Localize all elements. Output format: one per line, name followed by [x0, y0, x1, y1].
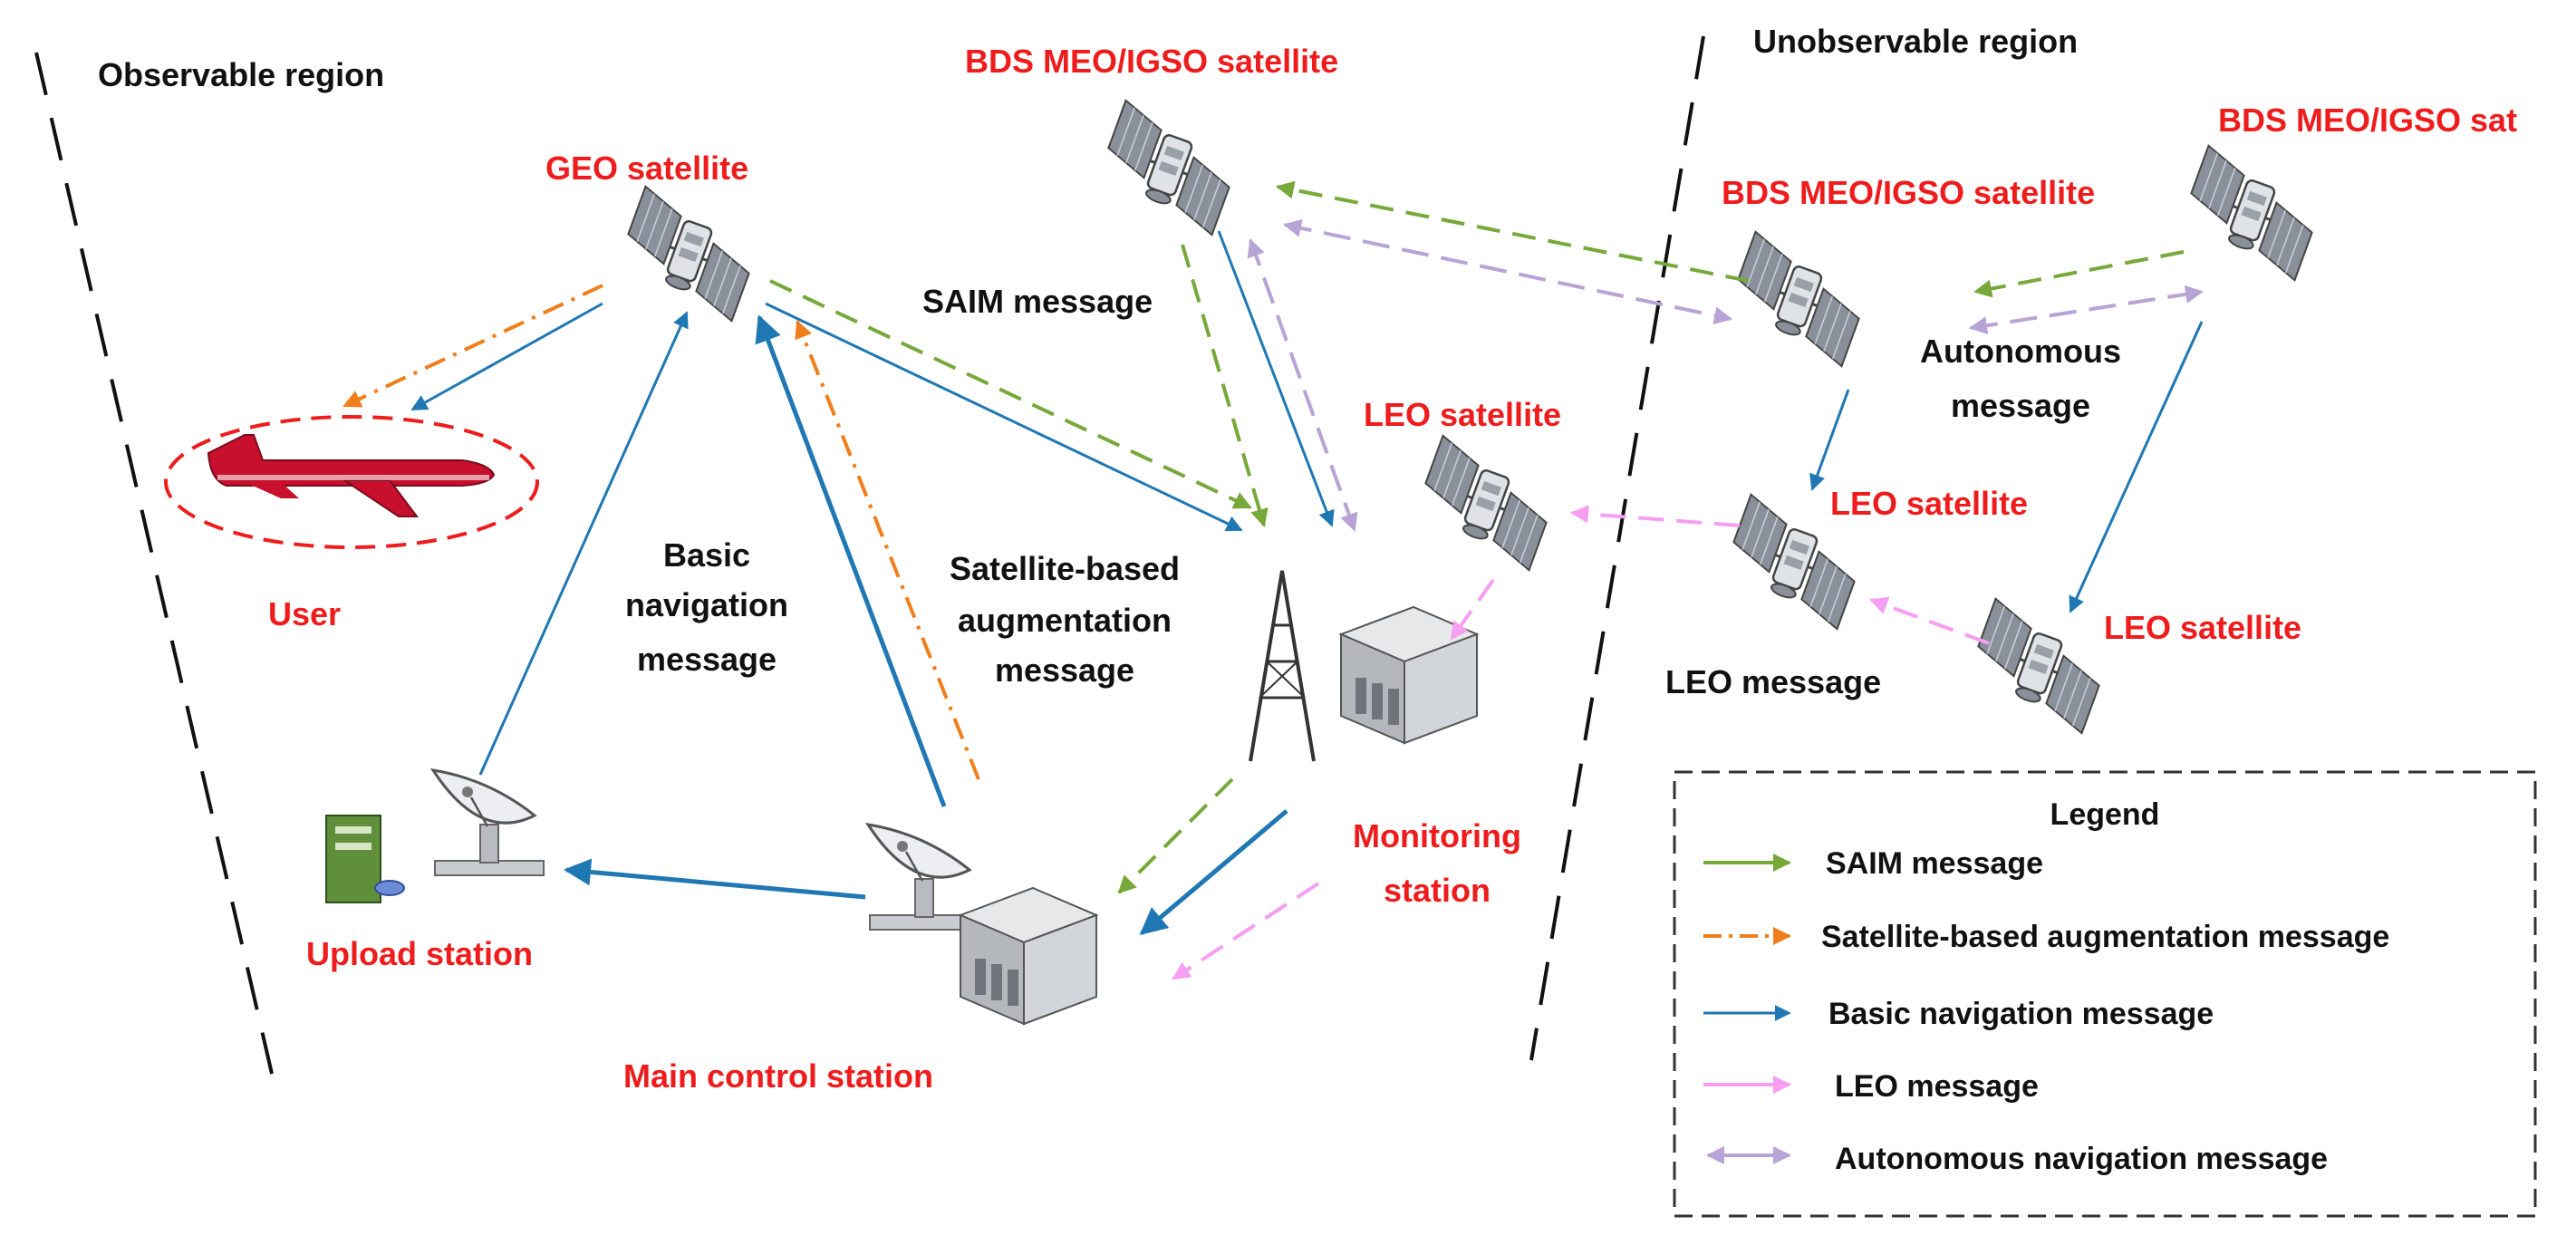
- basic-arrow-main-to-geo: [755, 314, 947, 807]
- basic-arrow-bds-center-to-monitoring: [1217, 230, 1335, 527]
- upload-station-label: Upload station: [306, 935, 533, 972]
- legend-sba-label: Satellite-based augmentation message: [1821, 920, 2389, 954]
- bds-center-label: BDS MEO/IGSO satellite: [965, 43, 1338, 80]
- sba-label-line3: message: [995, 651, 1134, 689]
- leo-center-satellite-icon: [1408, 434, 1564, 572]
- bds-far-label: BDS MEO/IGSO sat: [2218, 101, 2517, 139]
- sba-arrows: [343, 284, 980, 780]
- basic-arrow-main-to-upload: [564, 858, 866, 900]
- saim-arrow-bds-far-to-bds-right: [1973, 250, 2185, 298]
- autonomous-message-label-line1: Autonomous: [1920, 333, 2121, 370]
- user-highlight-ellipse: [164, 415, 539, 549]
- sba-label-line2: augmentation: [958, 602, 1172, 639]
- leo-arrow-leo-right-to-leo-center: [1570, 505, 1741, 527]
- basic-arrow-bds-far-to-leo-far: [2069, 321, 2204, 613]
- observable-boundary-line: [34, 52, 274, 1075]
- legend-title: Legend: [2050, 797, 2160, 832]
- monitoring-station-label-line2: station: [1384, 872, 1491, 909]
- monitoring-station-icon: [1249, 570, 1478, 762]
- sba-label-line1: Satellite-based: [950, 550, 1180, 587]
- basic-arrow-monitoring-to-main: [1139, 809, 1288, 935]
- basic-arrow-geo-to-user: [410, 302, 603, 411]
- saim-arrow-bds-center-to-monitoring: [1181, 244, 1269, 527]
- saim-message-label: SAIM message: [922, 283, 1153, 320]
- sba-arrow-geo-to-user: [343, 284, 603, 408]
- geo-satellite-label: GEO satellite: [545, 150, 748, 187]
- geo-satellite-icon: [611, 185, 767, 323]
- saim-arrow-monitoring-to-main: [1117, 777, 1234, 894]
- leo-far-label: LEO satellite: [2104, 609, 2301, 646]
- monitoring-station-label-line1: Monitoring: [1353, 817, 1521, 854]
- bds-center-satellite-icon: [1091, 99, 1247, 236]
- sba-arrow-main-to-geo: [795, 320, 980, 780]
- leo-arrow-monitoring-to-main: [1172, 882, 1320, 980]
- basic-nav-label-line1: Basic: [663, 536, 750, 574]
- basic-nav-label-line2: navigation: [625, 586, 788, 623]
- autonomous-arrow-bds-center-bds-right: [1283, 218, 1732, 325]
- leo-far-satellite-icon: [1961, 597, 2117, 735]
- unobservable-region-label: Unobservable region: [1753, 23, 2078, 60]
- legend-autonomous-label: Autonomous navigation message: [1835, 1142, 2328, 1176]
- basic-nav-label-line3: message: [637, 641, 777, 678]
- upload-station-icon: [325, 768, 545, 903]
- leo-arrows: [1172, 505, 1990, 980]
- legend-leo-label: LEO message: [1835, 1069, 2039, 1104]
- main-control-station-icon: [866, 823, 1097, 1025]
- user-label: User: [268, 595, 341, 632]
- autonomous-arrows: [1247, 218, 2204, 532]
- autonomous-message-label-line2: message: [1951, 387, 2090, 424]
- saim-arrow-bds-right-to-bds-center: [1276, 180, 1750, 283]
- legend-box: [1673, 770, 2537, 1218]
- leo-right-label: LEO satellite: [1830, 485, 2028, 522]
- leo-message-label: LEO message: [1665, 663, 1881, 700]
- bds-right-satellite-icon: [1721, 230, 1877, 368]
- autonomous-arrow-bds-center-monitoring: [1247, 238, 1358, 532]
- autonomous-arrow-bds-right-bds-far: [1969, 285, 2204, 335]
- basic-arrow-upload-to-geo: [478, 311, 689, 776]
- basic-nav-arrows: [410, 230, 2204, 935]
- leo-arrow-leo-center-to-monitoring: [1450, 578, 1495, 641]
- basic-arrow-bds-right-to-leo-right: [1809, 389, 1850, 491]
- leo-arrow-leo-far-to-leo-right: [1869, 596, 1990, 645]
- legend-basic-label: Basic navigation message: [1828, 997, 2214, 1031]
- airplane-icon: [207, 434, 496, 517]
- observable-region-label: Observable region: [98, 56, 384, 93]
- bds-right-label: BDS MEO/IGSO satellite: [1722, 174, 2095, 211]
- leo-center-label: LEO satellite: [1364, 396, 1561, 433]
- saim-arrow-geo-to-monitoring: [769, 279, 1252, 509]
- unobservable-boundary-line: [1529, 35, 1705, 1061]
- main-control-station-label: Main control station: [623, 1057, 933, 1095]
- bds-far-satellite-icon: [2174, 144, 2330, 282]
- legend-saim-label: SAIM message: [1826, 846, 2043, 881]
- legend: Legend SAIM message Satellite-based augm…: [1673, 770, 2537, 1218]
- basic-arrow-geo-to-monitoring: [765, 302, 1243, 532]
